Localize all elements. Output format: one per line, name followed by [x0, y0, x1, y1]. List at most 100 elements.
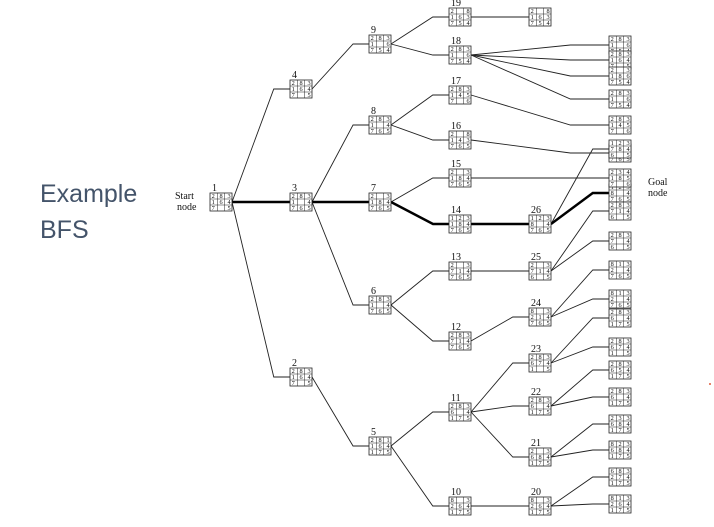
- node-number-23: 23: [531, 344, 541, 355]
- board-row: 7 5 4: [531, 20, 551, 27]
- board-row: 7 6 5: [531, 320, 550, 327]
- puzzle-node-15: 152 3 1 8 47 6 5: [448, 159, 472, 188]
- tree-edge-8-16: [390, 124, 449, 141]
- board-row: 2 3: [611, 67, 630, 74]
- node-number-19: 19: [451, 0, 461, 9]
- board-row: 6 4: [611, 315, 631, 322]
- board-row: 7 5: [212, 205, 231, 212]
- node-number-1: 1: [212, 183, 217, 194]
- board-row: 6 4: [451, 409, 471, 416]
- puzzle-board: [528, 214, 552, 234]
- board-row: 2 8 3: [611, 36, 630, 43]
- puzzle-node-20: 208 32 6 41 7 5: [528, 487, 552, 516]
- goal-node-label-line-2: node: [648, 188, 668, 199]
- tree-edge-25-l10: [550, 210, 609, 272]
- puzzle-board: [608, 467, 632, 487]
- board-row: 2 6 4: [611, 501, 631, 508]
- puzzle-node-l13: 8 1 32 47 6 5: [608, 289, 632, 309]
- board-row: 7 5 4: [451, 58, 471, 65]
- puzzle-node-4: 42 8 31 6 47 5: [289, 70, 313, 99]
- node-number-25: 25: [531, 252, 541, 263]
- board-row: 6 8 4: [611, 447, 631, 454]
- puzzle-board: [608, 139, 632, 159]
- board-row: 2 8 3: [451, 46, 470, 53]
- goal-node-label-line-1: Goal: [648, 177, 668, 188]
- puzzle-board: [608, 115, 632, 135]
- puzzle-node-l10: 2 8 37 1 46 5: [608, 201, 632, 221]
- node-number-12: 12: [451, 322, 461, 333]
- tree-edge-5-11: [390, 411, 449, 447]
- tree-edge-6-13: [390, 270, 449, 306]
- board-row: 2 8 3: [611, 361, 630, 368]
- board-row: 6 5: [611, 244, 630, 251]
- board-row: 1 6 3: [531, 14, 550, 21]
- tree-edge-22-l16: [550, 369, 609, 407]
- puzzle-node-l12: 8 1 32 47 6 5: [608, 260, 632, 280]
- board-row: 8 3: [451, 497, 470, 504]
- board-row: 7 6 5: [451, 344, 470, 351]
- tree-edge-26-l8: [550, 148, 609, 225]
- board-row: 7 6 5: [611, 196, 630, 203]
- puzzle-board: [608, 201, 632, 221]
- puzzle-board: [608, 260, 632, 280]
- node-number-7: 7: [371, 183, 376, 194]
- tree-edge-12-24: [470, 316, 529, 342]
- puzzle-node-l20: 6 8 32 7 41 7 5: [608, 467, 632, 487]
- node-number-4: 4: [292, 70, 297, 81]
- tree-edge-17-l5: [470, 94, 609, 126]
- node-number-6: 6: [371, 286, 376, 297]
- board-row: 1 4 5: [451, 92, 470, 99]
- puzzle-board: [368, 192, 392, 212]
- node-number-26: 26: [531, 205, 541, 216]
- board-row: 2 3: [531, 262, 550, 269]
- puzzle-node-5: 52 8 11 6 41 7 5: [368, 427, 392, 456]
- board-row: 1 6 4: [611, 57, 631, 64]
- board-row: 6 4: [611, 394, 631, 401]
- tree-edge-5-10: [390, 445, 449, 507]
- start-node-label-line-2: node: [177, 202, 197, 213]
- board-row: 8 1 3: [611, 290, 630, 297]
- board-row: 8 3: [531, 308, 550, 315]
- board-row: 7 6 5: [292, 205, 311, 212]
- board-row: 7 6: [611, 128, 630, 135]
- puzzle-node-l19: 8 2 36 8 41 7 5: [608, 440, 632, 460]
- node-number-21: 21: [531, 438, 541, 449]
- board-row: 1 4: [371, 122, 391, 129]
- board-row: 2 8: [531, 8, 550, 15]
- puzzle-board: [448, 168, 472, 188]
- puzzle-board: [528, 396, 552, 416]
- tree-edge-24-l13: [550, 298, 609, 318]
- puzzle-node-3: 32 8 31 47 6 5: [289, 183, 313, 212]
- board-row: 8 3: [531, 497, 550, 504]
- tree-edge-21-l19: [550, 449, 609, 458]
- board-row: 6 7 4: [611, 344, 631, 351]
- board-row: 2 7 4: [611, 474, 631, 481]
- tree-edge-9-19: [390, 16, 449, 45]
- board-row: 1 7 5: [611, 400, 630, 407]
- puzzle-node-19: 192 81 6 37 5 4: [448, 0, 472, 27]
- puzzle-node-6: 62 8 31 4 7 6 5: [368, 286, 392, 315]
- tree-edge-11-21: [470, 411, 529, 458]
- puzzle-node-l21: 8 1 32 6 41 7 5: [608, 494, 632, 514]
- puzzle-board: [608, 387, 632, 407]
- puzzle-board: [368, 115, 392, 135]
- puzzle-board: [448, 130, 472, 150]
- puzzle-node-16: 162 8 1 4 37 6 5: [448, 121, 472, 150]
- board-row: 2 3: [451, 169, 470, 176]
- tree-edge-1-2: [231, 201, 290, 378]
- board-row: 7 1 4: [531, 268, 551, 275]
- puzzle-node-l5: 2 8 31 4 57 6: [608, 115, 632, 135]
- puzzle-node-l11: 2 8 37 46 5: [608, 231, 632, 251]
- puzzle-board: [368, 295, 392, 315]
- puzzle-board: [448, 496, 472, 516]
- board-row: 1 6 3: [451, 14, 470, 21]
- puzzle-board: [209, 192, 233, 212]
- puzzle-board: [608, 440, 632, 460]
- board-row: 7 5 4: [611, 102, 631, 109]
- puzzle-board: [528, 353, 552, 373]
- puzzle-node-l14: 2 8 36 41 7 5: [608, 308, 632, 328]
- tree-edge-4-9: [311, 43, 369, 90]
- tree-edge-21-l18: [550, 423, 609, 458]
- board-row: 2 8 3: [371, 296, 390, 303]
